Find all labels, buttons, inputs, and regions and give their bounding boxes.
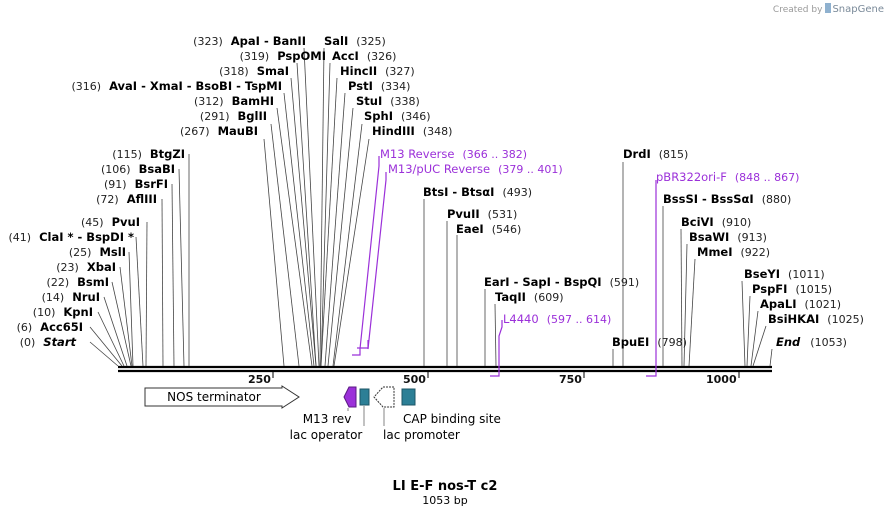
- site-taqii: TaqII(609): [495, 290, 564, 304]
- site-bsihkai: BsiHKAI(1025): [768, 312, 864, 326]
- site-avai-group: (316)AvaI - XmaI - BsoBI - TspMI: [71, 79, 282, 93]
- site-hindiii: HindIII(348): [372, 124, 452, 138]
- svg-text:CAP binding site: CAP binding site: [403, 412, 501, 426]
- site-apai-banii: (323)ApaI - BanII: [193, 34, 306, 48]
- svg-text:pBR322ori-F(848 .. 867): pBR322ori-F(848 .. 867): [656, 170, 799, 184]
- site-leader-lines: [89, 47, 773, 367]
- site-hincii: HincII(327): [340, 64, 415, 78]
- tick-label-500: 500: [403, 373, 426, 386]
- site-smai: (318)SmaI: [219, 64, 289, 78]
- credit-brand: SnapGene: [832, 4, 884, 15]
- svg-text:lac promoter: lac promoter: [383, 428, 460, 442]
- site-start: (0)Start: [20, 335, 77, 349]
- site-bpuei: BpuEI(798): [612, 335, 687, 349]
- feature-lac-promoter[interactable]: lac promoter: [373, 386, 460, 442]
- map-title: LI E-F nos-T c2: [393, 479, 498, 494]
- feature-m13-rev[interactable]: M13 rev: [303, 386, 357, 426]
- site-afliii: (72)AflIII: [96, 192, 157, 206]
- primers: M13 Reverse(366 .. 382) M13/pUC Reverse(…: [352, 147, 799, 377]
- primer-pbr322ori-f[interactable]: pBR322ori-F(848 .. 867): [646, 170, 799, 377]
- site-drdi: DrdI(815): [623, 147, 688, 161]
- credit-prefix: Created by: [772, 5, 823, 15]
- svg-text:M13 Reverse(366 .. 382): M13 Reverse(366 .. 382): [380, 147, 527, 161]
- site-clai-bspdi: (41)ClaI * - BspDI *: [9, 230, 135, 244]
- svg-text:NOS terminator: NOS terminator: [167, 390, 261, 404]
- site-end: End(1053): [776, 335, 847, 349]
- site-btsi: BtsI - BtsαI(493): [423, 185, 532, 199]
- site-sali: SalI(325): [324, 34, 386, 48]
- tick-label-1000: 1000: [706, 373, 737, 386]
- site-pspomi: (319)PspOMI: [240, 49, 326, 63]
- snapgene-logo-icon: [825, 3, 832, 13]
- site-stui: StuI(338): [356, 94, 420, 108]
- site-sphi: SphI(346): [364, 109, 431, 123]
- map-length: 1053 bp: [422, 494, 467, 507]
- site-labels-left: (0)Start (6)Acc65I (10)KpnI (14)NruI (22…: [9, 34, 327, 349]
- feature-nos-terminator[interactable]: NOS terminator: [144, 385, 300, 409]
- svg-text:L4440(597 .. 614): L4440(597 .. 614): [503, 312, 611, 326]
- site-acc65i: (6)Acc65I: [17, 320, 83, 334]
- svg-text:M13 rev: M13 rev: [303, 412, 352, 426]
- site-nrui: (14)NruI: [42, 290, 100, 304]
- site-bcivi: BciVI(910): [681, 215, 751, 229]
- tick-label-750: 750: [559, 373, 582, 386]
- site-msli: (25)MslI: [69, 245, 126, 259]
- ruler: 250 500 750 1000: [248, 371, 740, 386]
- tick-label-250: 250: [248, 373, 271, 386]
- primer-m13-reverse[interactable]: M13 Reverse(366 .. 382): [352, 147, 527, 356]
- site-bamhi: (312)BamHI: [194, 94, 274, 108]
- site-bsabi: (106)BsaBI: [101, 162, 175, 176]
- site-bsssi: BssSI - BssSαI(880): [663, 192, 791, 206]
- site-labels-right: SalI(325) AccI(326) HincII(327) PstI(334…: [324, 34, 864, 349]
- site-psti: PstI(334): [348, 79, 410, 93]
- site-pvui-45: (45)PvuI: [81, 215, 140, 229]
- site-bsrfi: (91)BsrFI: [104, 177, 168, 191]
- svg-text:lac operator: lac operator: [290, 428, 363, 442]
- site-pvuii: PvuII(531): [447, 207, 517, 221]
- site-mmei: MmeI(922): [697, 245, 770, 259]
- feature-lac-operator[interactable]: lac operator: [290, 388, 370, 442]
- site-maubi: (267)MauBI: [180, 124, 258, 138]
- site-pspfi: PspFI(1015): [752, 282, 832, 296]
- primer-l4440[interactable]: L4440(597 .. 614): [490, 312, 611, 377]
- primer-m13-puc-reverse[interactable]: M13/pUC Reverse(379 .. 401): [357, 162, 563, 350]
- dna-backbone: [118, 365, 772, 373]
- site-apali: ApaLI(1021): [760, 297, 841, 311]
- site-xbai: (23)XbaI: [56, 260, 116, 274]
- svg-text:M13/pUC Reverse(379 .. 401): M13/pUC Reverse(379 .. 401): [388, 162, 563, 176]
- snapgene-credit: Created by SnapGene: [773, 3, 884, 15]
- site-bsmi: (22)BsmI: [47, 275, 109, 289]
- features: NOS terminator M13 rev lac operator lac …: [144, 385, 501, 442]
- site-kpni: (10)KpnI: [33, 305, 93, 319]
- site-eaei: EaeI(546): [456, 222, 521, 236]
- site-bseyi: BseYI(1011): [744, 267, 825, 281]
- site-eari-group: EarI - SapI - BspQI(591): [484, 275, 639, 289]
- site-acci: AccI(326): [332, 49, 396, 63]
- site-btgzi: (115)BtgZI: [112, 147, 185, 161]
- feature-cap-binding-site[interactable]: CAP binding site: [401, 388, 501, 426]
- site-bsawi: BsaWI(913): [689, 230, 767, 244]
- site-bglii: (291)BglII: [200, 109, 267, 123]
